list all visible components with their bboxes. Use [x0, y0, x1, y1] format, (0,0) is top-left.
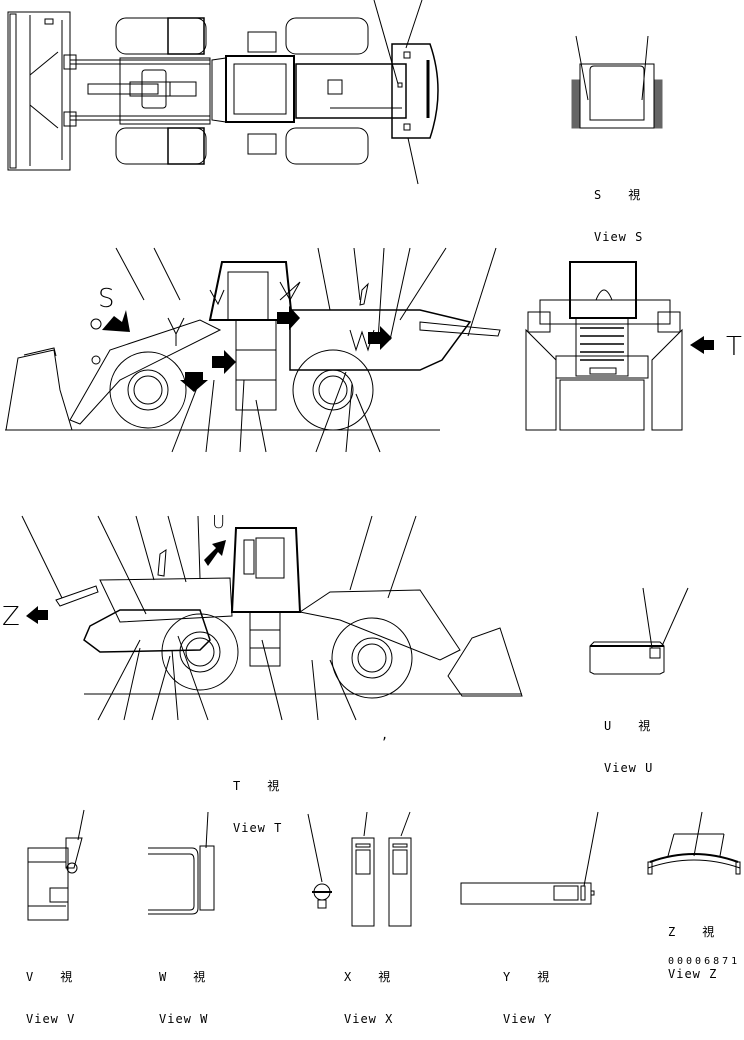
caption-jp: W 視 — [159, 970, 207, 984]
caption-en: View V — [26, 1012, 76, 1026]
view-marker-s: S — [98, 284, 115, 314]
caption-jp: Z 視 — [668, 925, 716, 939]
left-side-view — [5, 247, 501, 453]
document-number: 00006871 — [668, 956, 741, 967]
caption-view-t: T 視 View T — [233, 751, 282, 849]
top-plan-view — [7, 0, 439, 185]
view-marker-t: T — [726, 332, 742, 362]
view-w-detail — [148, 811, 215, 915]
view-v-detail — [27, 809, 85, 921]
caption-jp: U 視 — [604, 719, 652, 733]
caption-view-x: X 視 View X — [344, 942, 393, 1040]
view-z-detail — [647, 811, 741, 875]
stray-mark: , — [381, 728, 389, 742]
caption-view-u: U 視 View U — [604, 691, 653, 789]
caption-en: View S — [594, 230, 644, 244]
caption-jp: X 視 — [344, 970, 392, 984]
view-y-detail — [460, 811, 599, 905]
caption-en: View W — [159, 1012, 209, 1026]
caption-en: View T — [233, 821, 283, 835]
caption-en: View X — [344, 1012, 394, 1026]
caption-view-s: S 視 View S — [594, 160, 643, 258]
rear-view — [525, 261, 714, 431]
view-marker-z: Z — [2, 602, 20, 632]
diagram-canvas — [5, 0, 741, 927]
view-x-detail — [307, 811, 412, 927]
view-u-detail — [589, 587, 689, 675]
caption-en: View Y — [503, 1012, 553, 1026]
view-s-detail — [571, 35, 663, 129]
caption-view-v: V 視 View V — [26, 942, 75, 1040]
caption-jp: V 視 — [26, 970, 74, 984]
caption-jp: S 視 — [594, 188, 642, 202]
caption-view-y: Y 視 View Y — [503, 942, 552, 1040]
caption-jp: Y 視 — [503, 970, 551, 984]
caption-view-z: Z 視 View Z — [668, 897, 717, 995]
caption-view-w: W 視 View W — [159, 942, 208, 1040]
right-side-view — [21, 515, 523, 721]
view-marker-u: U — [212, 512, 226, 533]
caption-jp: T 視 — [233, 779, 281, 793]
caption-en: View U — [604, 761, 654, 775]
caption-en: View Z — [668, 967, 718, 981]
